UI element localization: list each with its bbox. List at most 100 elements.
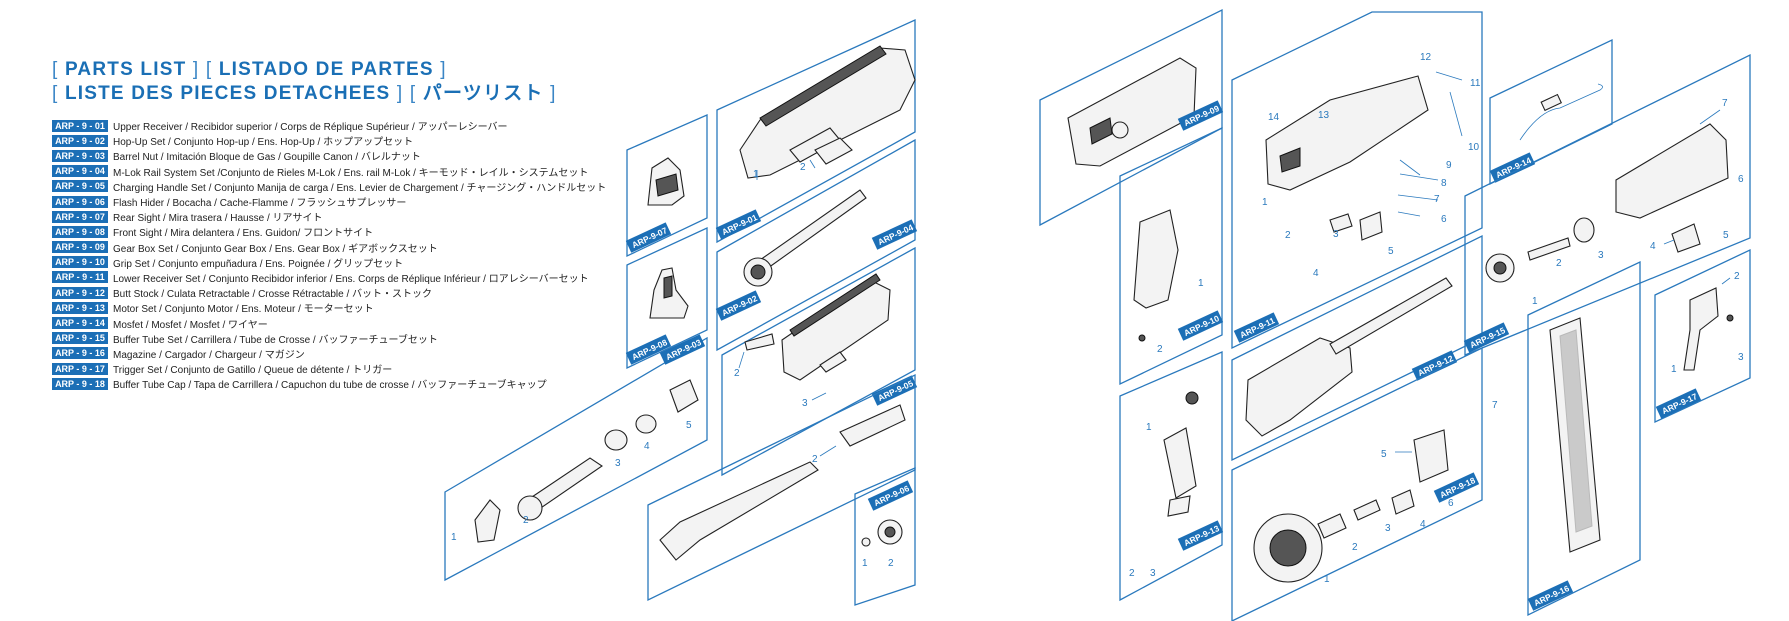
part-description: Hop-Up Set / Conjunto Hop-up / Ens. Hop-… [113, 137, 414, 149]
svg-text:2: 2 [1352, 542, 1358, 553]
part-description: Mosfet / Mosfet / Mosfet / ワイヤー [113, 319, 268, 331]
label-arp-9-11: ARP-9-11 [1233, 312, 1280, 343]
part-description: Butt Stock / Culata Retractable / Crosse… [113, 289, 432, 301]
svg-text:8: 8 [1441, 178, 1447, 189]
svg-text:2: 2 [888, 558, 894, 569]
svg-text:10: 10 [1468, 142, 1480, 153]
svg-text:2: 2 [1129, 568, 1135, 579]
svg-text:3: 3 [802, 398, 808, 409]
part-code-badge: ARP - 9 - 07 [52, 210, 108, 223]
svg-text:2: 2 [1734, 271, 1740, 282]
panel-arp-9-07: ARP-9-07 [625, 114, 708, 258]
part-description: Rear Sight / Mira trasera / Hausse / リアサ… [113, 213, 323, 225]
svg-text:14: 14 [1268, 112, 1280, 123]
svg-text:7: 7 [1492, 400, 1498, 411]
svg-text:5: 5 [686, 420, 692, 431]
panel-arp-9-01: 1 2 ARP-9-01 [715, 18, 916, 244]
svg-text:3: 3 [1738, 352, 1744, 363]
part-code-badge: ARP - 9 - 08 [52, 225, 108, 238]
svg-text:1: 1 [862, 558, 868, 569]
part-description: Flash Hider / Bocacha / Cache-Flamme / フ… [113, 198, 407, 210]
part-description: Magazine / Cargador / Chargeur / マガジン [113, 349, 305, 361]
svg-text:2: 2 [734, 368, 740, 379]
part-description: Upper Receiver / Recibidor superior / Co… [113, 122, 508, 134]
buffer-tube-cap-drawing [1253, 429, 1449, 583]
part-code-badge: ARP - 9 - 15 [52, 332, 108, 345]
part-description: Charging Handle Set / Conjunto Manija de… [113, 182, 607, 194]
panel-arp-9-10: 1 2 ARP-9-10 [1119, 126, 1224, 386]
svg-text:6: 6 [1738, 174, 1744, 185]
lower-receiver-drawing [1265, 71, 1463, 241]
svg-text:1: 1 [1262, 197, 1268, 208]
parts-row: ARP - 9 - 03 Barrel Nut / Imitación Bloqu… [52, 148, 606, 163]
panel-arp-9-18: 1 2 3 4 5 6 7 ARP-9-18 [1231, 346, 1498, 621]
panel-arp-9-03: 1 2 3 4 5 ARP-9-03 [444, 334, 708, 582]
svg-text:5: 5 [1381, 449, 1387, 460]
svg-text:9: 9 [1446, 160, 1452, 171]
parts-row: ARP - 9 - 12 Butt Stock / Culata Retracta… [52, 285, 606, 300]
parts-list: ARP - 9 - 01 Upper Receiver / Recibidor s… [52, 118, 606, 391]
svg-text:4: 4 [1650, 241, 1656, 252]
part-description: Gear Box Set / Conjunto Gear Box / Ens. … [113, 243, 438, 255]
parts-row: ARP - 9 - 01 Upper Receiver / Recibidor s… [52, 118, 606, 133]
parts-row: ARP - 9 - 07 Rear Sight / Mira trasera / … [52, 209, 606, 224]
part-description: Trigger Set / Conjunto de Gatillo / Queu… [113, 365, 393, 377]
svg-text:2: 2 [812, 454, 818, 465]
svg-text:3: 3 [1385, 523, 1391, 534]
svg-text:4: 4 [1313, 268, 1319, 279]
svg-text:1: 1 [1671, 364, 1677, 375]
part-description: Grip Set / Conjunto empuñadura / Ens. Po… [113, 258, 404, 270]
motor-drawing [1163, 391, 1199, 517]
title-parts-list: PARTS LIST [64, 59, 187, 80]
svg-text:3: 3 [1598, 250, 1604, 261]
svg-text:1: 1 [1532, 296, 1538, 307]
part-code-badge: ARP - 9 - 01 [52, 119, 108, 132]
label-arp-9-04: ARP-9-04 [871, 219, 918, 250]
panel-arp-9-16: ARP-9-16 [1527, 260, 1641, 617]
part-code-badge: ARP - 9 - 12 [52, 286, 108, 299]
svg-text:1: 1 [451, 532, 457, 543]
parts-row: ARP - 9 - 02 Hop-Up Set / Conjunto Hop-up… [52, 133, 606, 148]
part-description: Barrel Nut / Imitación Bloque de Gas / G… [113, 152, 421, 164]
title-line-2: [ LISTE DES PIECES DETACHEES ] [ パーツリスト … [52, 83, 557, 104]
panel-arp-9-17: 1 2 3 ARP-9-17 [1654, 248, 1751, 424]
panel-arp-9-12: ARP-9-12 [1231, 234, 1483, 462]
buffer-tube-drawing [1485, 109, 1729, 283]
svg-text:2: 2 [523, 515, 529, 526]
svg-text:5: 5 [1388, 246, 1394, 257]
part-code-badge: ARP - 9 - 13 [52, 301, 108, 314]
part-description: M-Lok Rail System Set /Conjunto de Riele… [113, 167, 589, 179]
label-arp-9-01: ARP-9-01 [715, 209, 762, 240]
part-code-badge: ARP - 9 - 17 [52, 362, 108, 375]
panel-arp-9-05: 2 [647, 373, 916, 602]
label-arp-9-10: ARP-9-10 [1177, 310, 1224, 341]
svg-text:4: 4 [644, 441, 650, 452]
part-description: Lower Receiver Set / Conjunto Recibidor … [113, 273, 589, 285]
svg-text:3: 3 [615, 458, 621, 469]
part-code-badge: ARP - 9 - 18 [52, 377, 108, 390]
panel-arp-9-11: 1 2 3 4 5 6 7 8 9 10 11 12 13 14 ARP-9-1… [1231, 11, 1483, 350]
svg-text:1: 1 [753, 169, 759, 180]
part-code-badge: ARP - 9 - 03 [52, 149, 108, 162]
svg-text:12: 12 [1420, 52, 1432, 63]
panel-arp-9-13: 1 2 3 ARP-9-13 [1119, 351, 1224, 602]
parts-row: ARP - 9 - 17 Trigger Set / Conjunto de Ga… [52, 361, 606, 376]
svg-text:7: 7 [1434, 194, 1440, 205]
part-description: Motor Set / Conjunto Motor / Ens. Moteur… [113, 304, 374, 316]
hop-up-drawing [743, 189, 867, 287]
svg-text:13: 13 [1318, 110, 1330, 121]
svg-text:2: 2 [800, 162, 806, 173]
svg-text:2: 2 [1285, 230, 1291, 241]
upper-receiver-drawing [739, 45, 916, 180]
part-code-badge: ARP - 9 - 02 [52, 134, 108, 147]
front-sight-drawing [649, 267, 689, 319]
svg-text:2: 2 [1157, 344, 1163, 355]
